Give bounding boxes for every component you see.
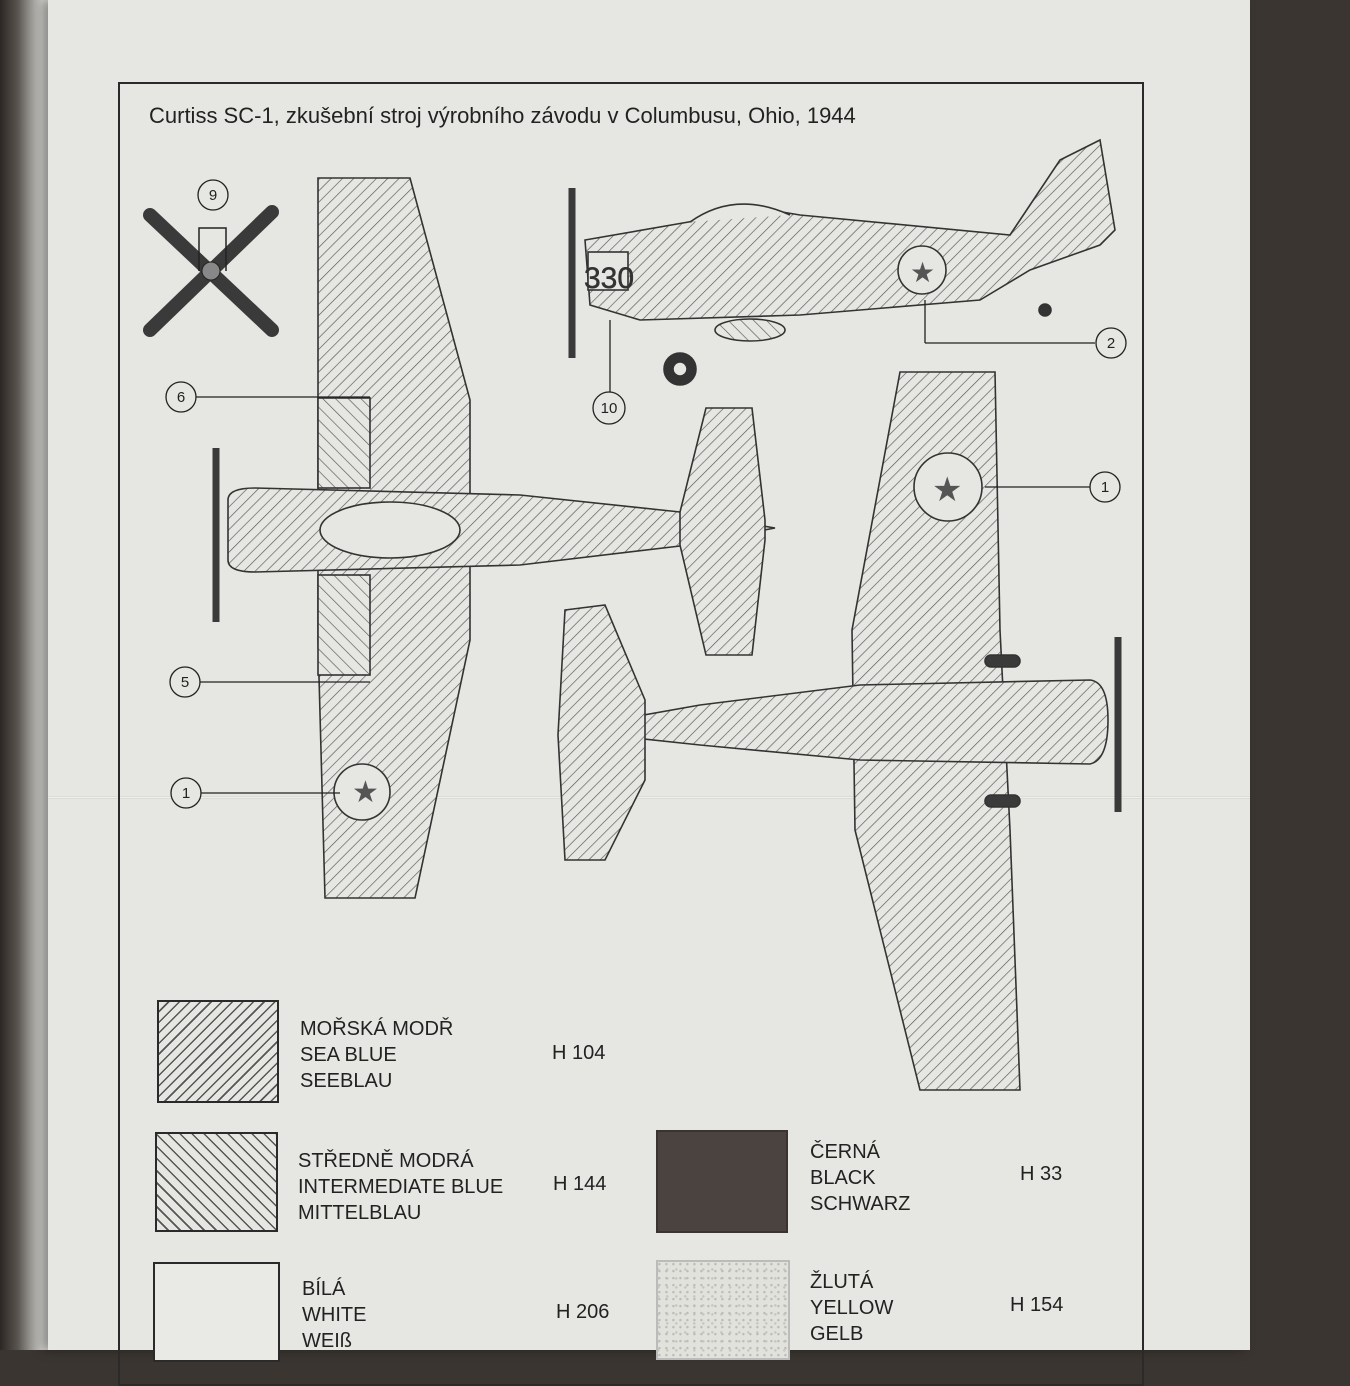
callout-1-top: 1 [182,785,190,802]
legend-yellow-code: H 154 [1010,1294,1064,1316]
aircraft-drawings: ★ ★ 330 ★ [143,138,1127,1091]
svg-text:★: ★ [910,257,935,288]
callout-markers [165,179,1127,809]
swatch-sea-blue [157,1000,279,1103]
legend-sea-blue-code: H 104 [552,1042,606,1064]
swatch-white [153,1262,280,1362]
legend-black-code: H 33 [1020,1163,1063,1185]
svg-text:★: ★ [352,776,379,809]
svg-text:★: ★ [932,471,962,509]
callout-5: 5 [181,674,189,691]
bottom-view-aircraft: ★ [557,371,1122,1091]
side-view-aircraft: ★ 330 [568,138,1116,386]
fuselage-number: 330 [584,262,634,295]
callout-9: 9 [209,187,217,204]
swatch-intermediate-blue [155,1132,278,1232]
callout-1-bottom: 1 [1101,479,1109,496]
page-title: Curtiss SC-1, zkušební stroj výrobního z… [149,103,856,128]
swatch-yellow [656,1260,790,1360]
legend-white-code: H 206 [556,1301,610,1323]
top-view-aircraft: ★ [212,177,776,899]
callout-10: 10 [601,400,618,417]
propeller-detail [143,205,279,337]
callout-2: 2 [1107,335,1115,352]
legend-intermediate-blue-code: H 144 [553,1173,607,1195]
page-fold-line [48,796,1250,799]
callout-6: 6 [177,389,185,406]
swatch-black [656,1130,788,1233]
